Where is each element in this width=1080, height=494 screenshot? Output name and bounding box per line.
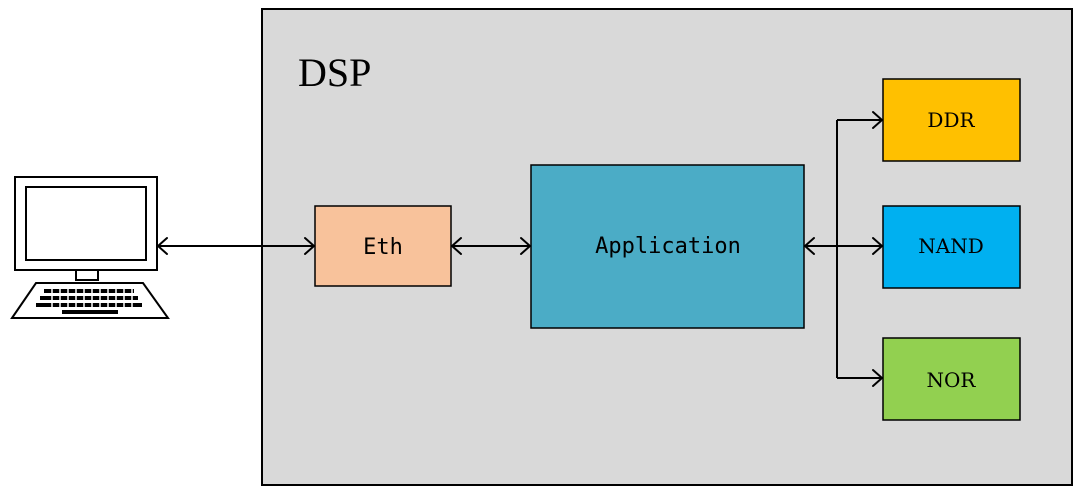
nor-label: NOR: [927, 368, 977, 392]
eth-label: Eth: [363, 235, 403, 260]
nand-label: NAND: [918, 234, 983, 258]
dsp-title: DSP: [298, 50, 371, 95]
ddr-label: DDR: [927, 108, 975, 132]
bus-ddr-arrow: [837, 111, 883, 129]
application-memory-bus: [804, 120, 838, 378]
nand-block: NAND: [882, 205, 1021, 289]
nor-block: NOR: [882, 337, 1021, 421]
eth-application-connector: [451, 237, 531, 255]
application-label: Application: [595, 234, 741, 259]
ddr-block: DDR: [882, 78, 1021, 162]
host-eth-connector: [157, 237, 315, 255]
bus-nand-arrow: [837, 237, 883, 255]
computer-icon: [10, 176, 170, 319]
eth-block: Eth: [314, 205, 452, 287]
application-block: Application: [530, 164, 805, 329]
bus-nor-arrow: [837, 369, 883, 387]
